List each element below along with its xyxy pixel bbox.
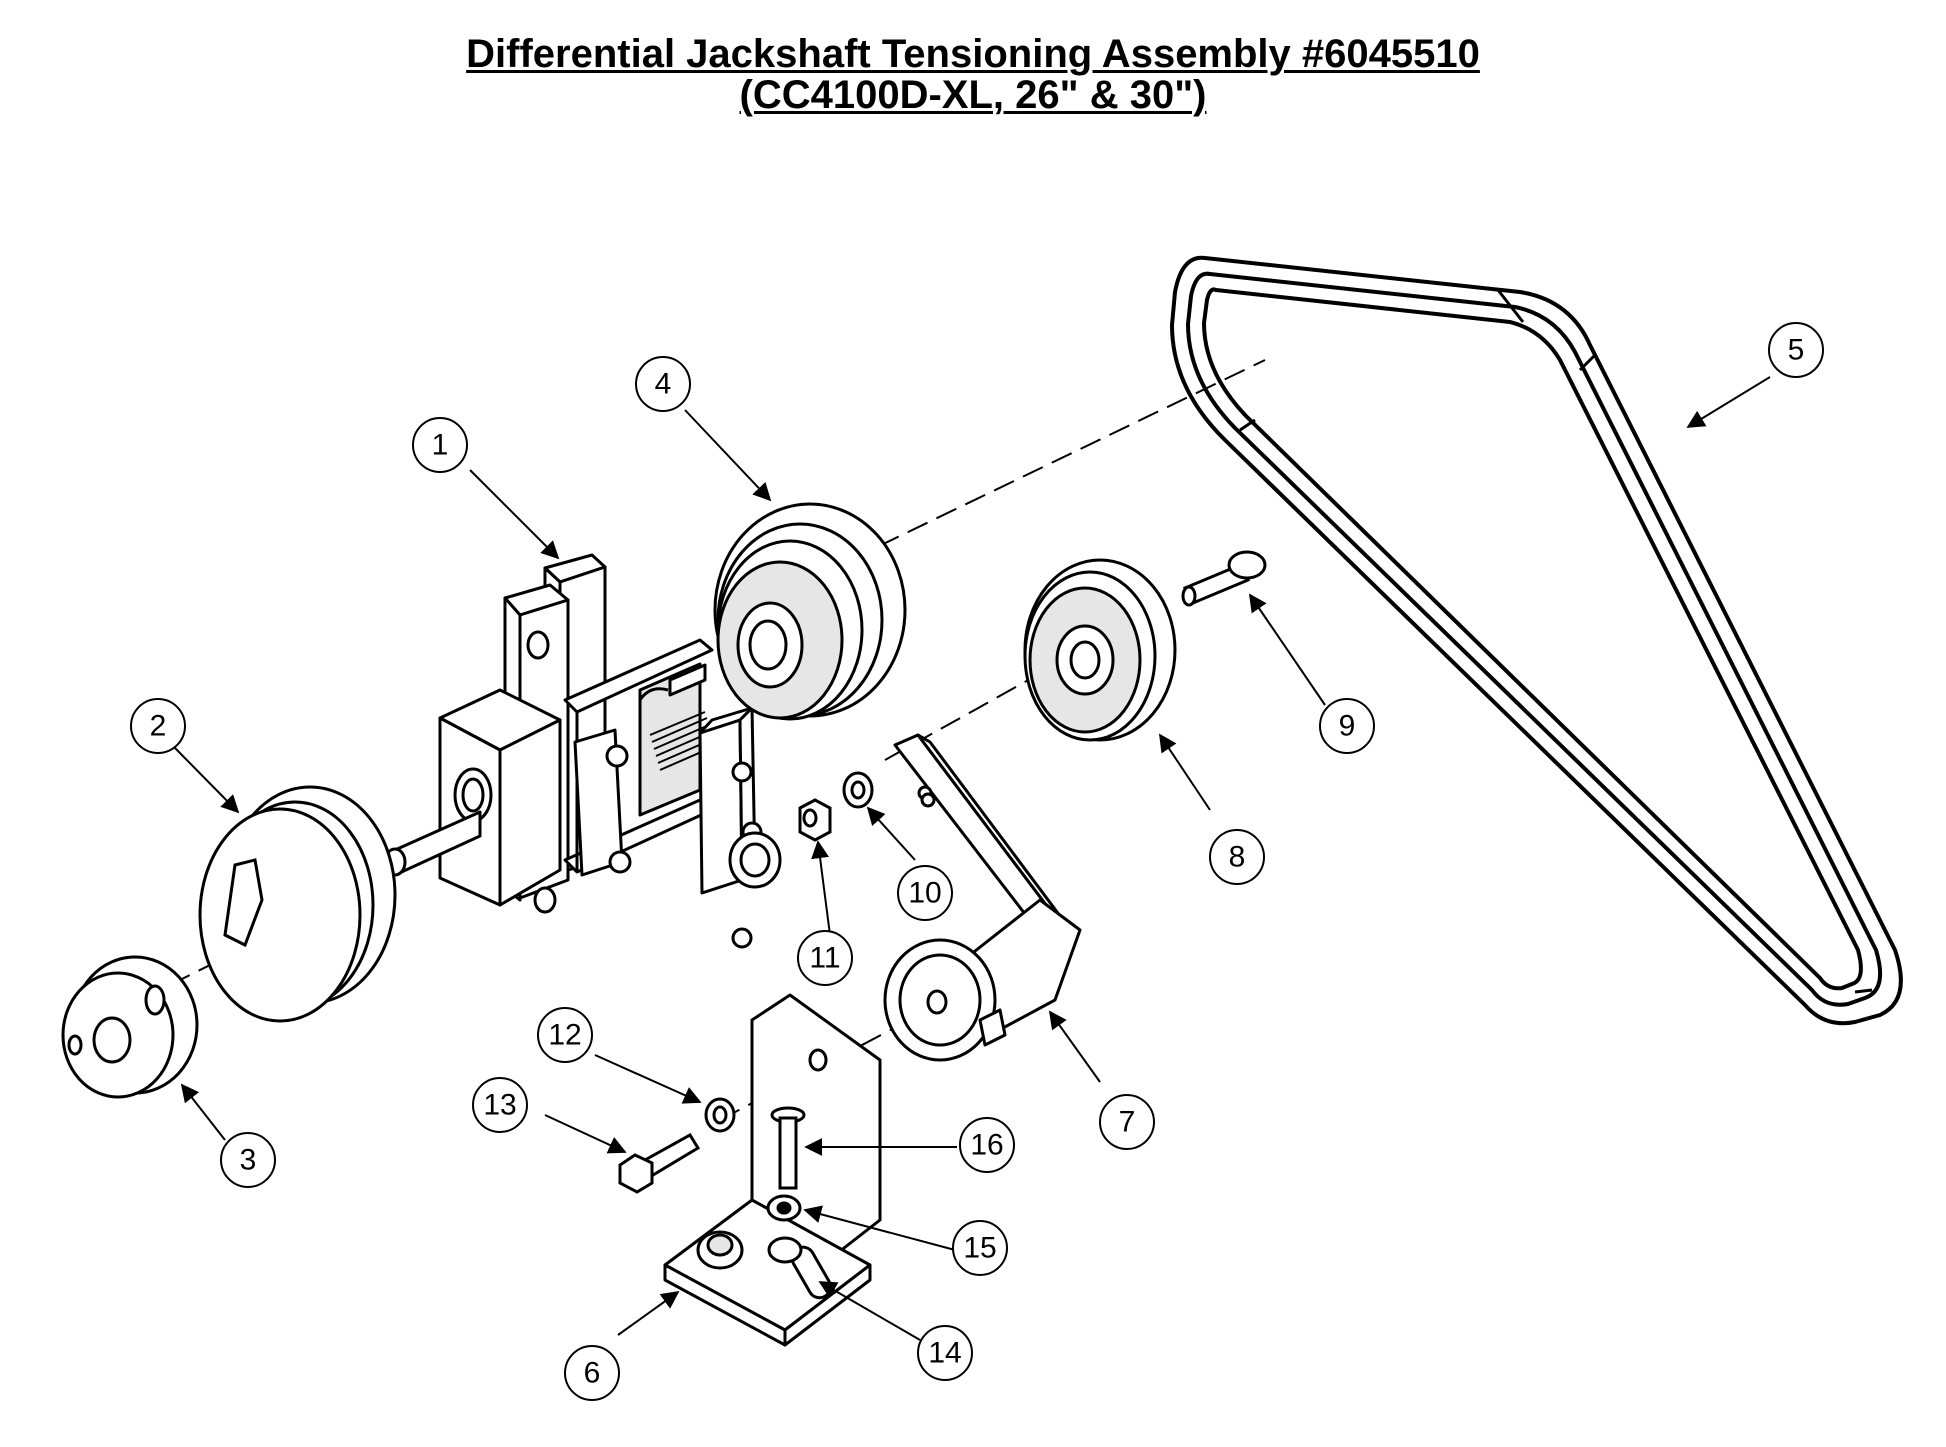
callout-14: 14 — [917, 1325, 973, 1381]
callout-11: 11 — [797, 930, 853, 986]
tensioner-arm-part-7 — [883, 733, 1082, 1062]
taper-bushing-part-3 — [61, 955, 199, 1099]
callout-13: 13 — [472, 1077, 528, 1133]
callout-7: 7 — [1099, 1094, 1155, 1150]
shoulder-bolt-part-9 — [1181, 550, 1267, 607]
callout-13-label: 13 — [483, 1089, 516, 1122]
callout-6: 6 — [564, 1345, 620, 1401]
lock-washer-part-12 — [704, 1097, 736, 1133]
callout-16-label: 16 — [970, 1129, 1003, 1162]
callout-11-label: 11 — [809, 942, 840, 975]
callout-15: 15 — [952, 1220, 1008, 1276]
callout-7-label: 7 — [1119, 1106, 1136, 1139]
hex-nut-part-11 — [798, 798, 832, 842]
callout-1: 1 — [412, 417, 468, 473]
flat-washer-part-15 — [766, 1194, 802, 1222]
callout-5: 5 — [1768, 322, 1824, 378]
callout-3: 3 — [220, 1132, 276, 1188]
callout-4: 4 — [635, 356, 691, 412]
callout-1-label: 1 — [432, 429, 449, 462]
callout-3-label: 3 — [240, 1144, 257, 1177]
v-belt-part-5 — [1170, 255, 1903, 1026]
callout-10-label: 10 — [908, 877, 941, 910]
callout-2-label: 2 — [150, 710, 167, 743]
callout-5-label: 5 — [1788, 334, 1805, 367]
hex-bolt-part-13 — [618, 1132, 701, 1194]
carriage-bolt-part-16 — [770, 1106, 806, 1190]
callout-15-label: 15 — [963, 1232, 996, 1265]
callout-12: 12 — [537, 1007, 593, 1063]
callout-9-label: 9 — [1339, 710, 1356, 743]
callout-12-label: 12 — [548, 1019, 581, 1052]
diagram-title: Differential Jackshaft Tensioning Assemb… — [466, 32, 1480, 76]
jackshaft-housing-part-1 — [383, 553, 782, 949]
callout-2: 2 — [130, 698, 186, 754]
leader-lines — [174, 376, 1771, 1341]
diagram-subtitle: (CC4100D-XL, 26" & 30") — [739, 73, 1207, 117]
idler-pulley-part-8 — [1023, 558, 1177, 742]
callout-8: 8 — [1209, 829, 1265, 885]
callout-16: 16 — [959, 1117, 1015, 1173]
tension-spring — [649, 711, 716, 771]
callout-6-label: 6 — [584, 1357, 601, 1390]
flat-washer-part-10 — [842, 771, 874, 809]
callout-8-label: 8 — [1229, 841, 1246, 874]
callout-4-label: 4 — [655, 368, 672, 401]
mounting-bracket-part-6 — [663, 993, 882, 1347]
v-pulley-part-4 — [713, 502, 907, 721]
v-pulley-part-2 — [198, 785, 397, 1023]
callout-14-label: 14 — [928, 1337, 961, 1370]
title-block: Differential Jackshaft Tensioning Assemb… — [0, 34, 1946, 116]
callout-9: 9 — [1319, 698, 1375, 754]
callout-10: 10 — [897, 865, 953, 921]
